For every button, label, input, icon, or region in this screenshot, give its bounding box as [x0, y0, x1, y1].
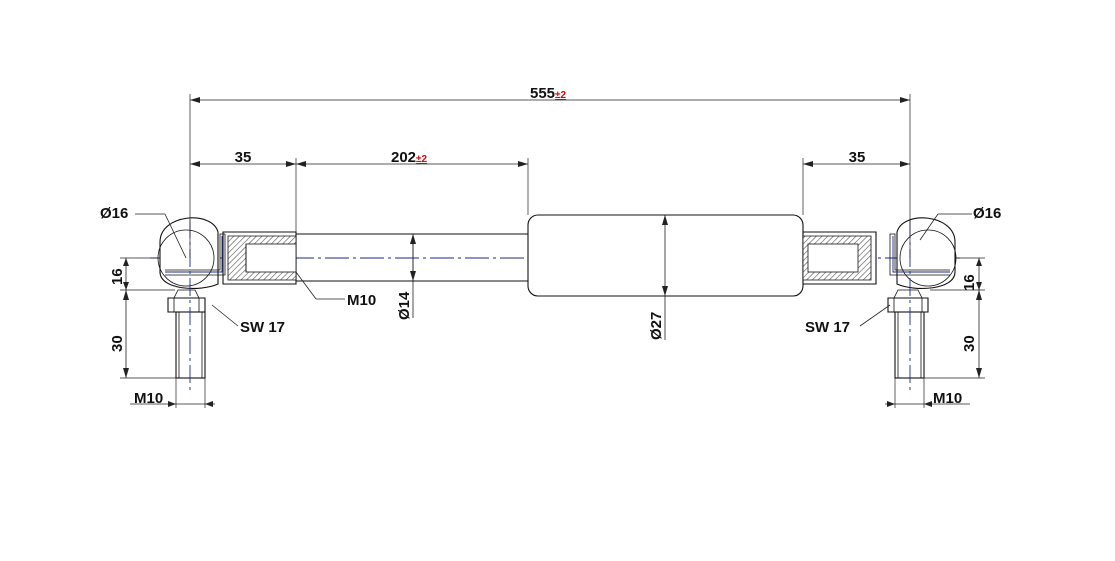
- left-stud-length-label: 30: [109, 335, 126, 352]
- left-end-fitting: [157, 217, 297, 390]
- right-stud-length-label: 30: [961, 335, 978, 352]
- dimension-lines: [123, 97, 982, 407]
- cylinder-body: [527, 214, 804, 297]
- right-end-fitting: [802, 217, 957, 390]
- leader-lines: [135, 213, 972, 327]
- right-wrench-size-label: SW 17: [805, 319, 850, 336]
- dimension-labels: 555±2 35 202±2 35 Ø16 Ø16 16 30 16 30 SW…: [100, 85, 1001, 407]
- stroke-label: 202±2: [391, 149, 428, 166]
- right-stud-thread-label: M10: [933, 390, 962, 407]
- rod-diameter-label: Ø14: [396, 291, 413, 320]
- left-end-length-label: 35: [235, 149, 252, 166]
- body-diameter-label: Ø27: [648, 312, 665, 340]
- rod-end-thread-label: M10: [347, 292, 376, 309]
- right-end-length-label: 35: [849, 149, 866, 166]
- overall-length-label: 555±2: [530, 85, 567, 102]
- left-ball-diameter-label: Ø16: [100, 205, 128, 222]
- left-stud-thread-label: M10: [134, 390, 163, 407]
- right-ball-height-label: 16: [961, 274, 978, 291]
- right-ball-diameter-label: Ø16: [973, 205, 1001, 222]
- extension-lines: [120, 94, 985, 408]
- left-ball-height-label: 16: [109, 268, 126, 285]
- left-wrench-size-label: SW 17: [240, 319, 285, 336]
